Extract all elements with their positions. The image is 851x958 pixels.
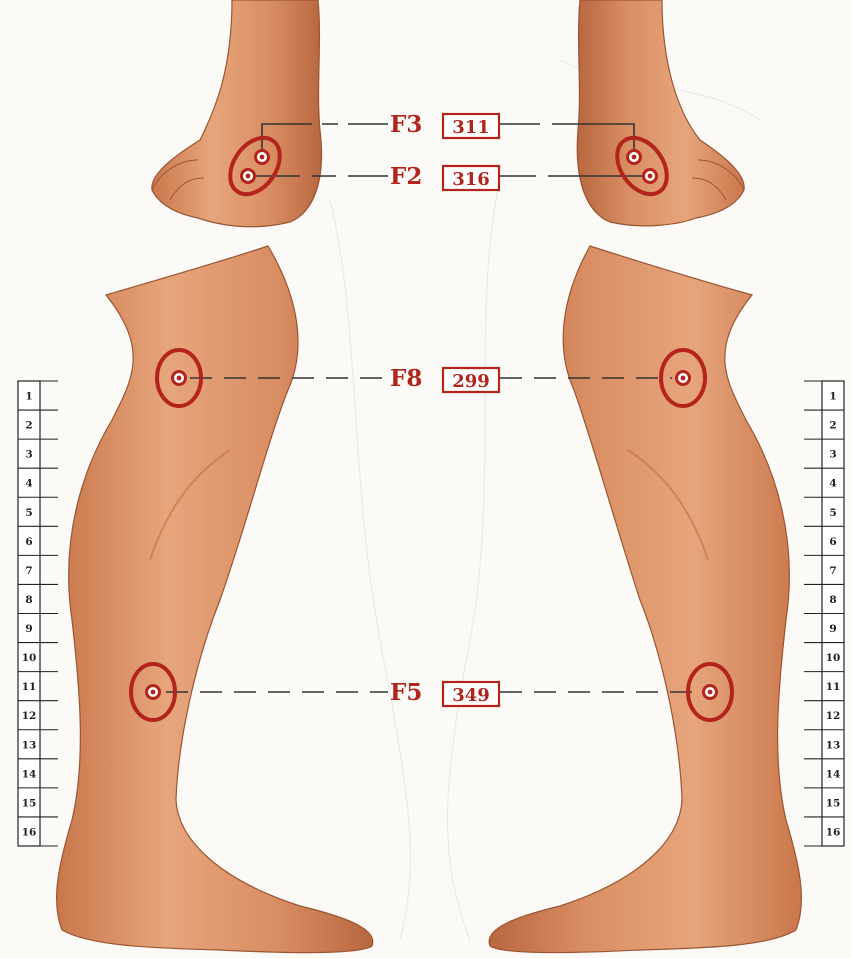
right-scale-label: 8 bbox=[829, 594, 836, 606]
point-code: F8 bbox=[390, 365, 422, 392]
left-scale-label: 16 bbox=[22, 826, 37, 838]
left-scale-label: 12 bbox=[22, 710, 37, 722]
right-f2-target-icon bbox=[642, 168, 658, 184]
left-scale-label: 6 bbox=[25, 536, 32, 548]
right-scale-label: 12 bbox=[826, 710, 841, 722]
point-code: F3 bbox=[390, 111, 422, 138]
left-scale-label: 13 bbox=[22, 739, 37, 751]
point-code: F2 bbox=[390, 163, 422, 190]
left-scale-label: 11 bbox=[22, 681, 37, 693]
left-scale-label: 8 bbox=[25, 594, 32, 606]
point-number: 316 bbox=[452, 169, 490, 190]
right-leg-illustration bbox=[489, 246, 801, 953]
point-number: 311 bbox=[452, 117, 490, 138]
left-scale-label: 5 bbox=[25, 507, 32, 519]
left-scale-label: 4 bbox=[25, 478, 32, 490]
right-scale-label: 3 bbox=[829, 449, 836, 461]
right-scale-label: 14 bbox=[826, 768, 841, 780]
left-scale-label: 9 bbox=[25, 623, 32, 635]
point-label-f5: F5 349 bbox=[390, 679, 499, 706]
left-scale-label: 3 bbox=[25, 449, 32, 461]
left-f8-target-icon bbox=[171, 370, 187, 386]
left-scale-label: 7 bbox=[25, 565, 32, 577]
right-scale-label: 16 bbox=[826, 826, 841, 838]
left-scale-label: 1 bbox=[25, 391, 32, 403]
point-label-f3: F3 311 bbox=[390, 111, 499, 138]
right-scale-label: 1 bbox=[829, 391, 836, 403]
right-scale-label: 10 bbox=[826, 652, 841, 664]
right-scale-label: 2 bbox=[829, 420, 836, 432]
point-label-f8: F8 299 bbox=[390, 365, 499, 392]
left-f3-target-icon bbox=[254, 149, 270, 165]
right-f3-target-icon bbox=[626, 149, 642, 165]
left-scale-label: 15 bbox=[22, 797, 37, 809]
left-leg-illustration bbox=[57, 246, 373, 953]
right-scale-label: 13 bbox=[826, 739, 841, 751]
left-scale-label: 14 bbox=[22, 768, 37, 780]
right-scale-label: 4 bbox=[829, 478, 836, 490]
point-code: F5 bbox=[390, 679, 422, 706]
left-scale-label: 2 bbox=[25, 420, 32, 432]
right-scale-label: 7 bbox=[829, 565, 836, 577]
left-f2-target-icon bbox=[240, 168, 256, 184]
left-f5-target-icon bbox=[145, 684, 161, 700]
point-label-f2: F2 316 bbox=[390, 163, 499, 190]
right-scale-label: 11 bbox=[826, 681, 841, 693]
right-scale-label: 6 bbox=[829, 536, 836, 548]
point-number: 349 bbox=[452, 685, 490, 706]
right-f8-target-icon bbox=[675, 370, 691, 386]
right-f5-target-icon bbox=[702, 684, 718, 700]
right-scale-label: 9 bbox=[829, 623, 836, 635]
point-number: 299 bbox=[452, 371, 490, 392]
right-scale-label: 5 bbox=[829, 507, 836, 519]
left-scale-label: 10 bbox=[22, 652, 37, 664]
right-scale-label: 15 bbox=[826, 797, 841, 809]
